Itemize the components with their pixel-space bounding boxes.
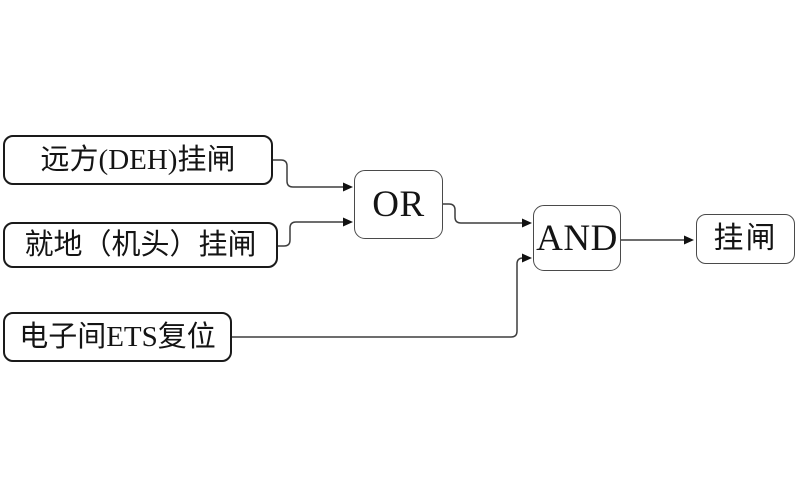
arrowhead-and-input-2 [522,253,532,263]
node-output-latch-label: 挂闸 [713,222,778,255]
arrowhead-and-input-1 [522,218,532,228]
node-local-head-latch: 就地（机头）挂闸 [3,222,278,268]
wire-local-to-or [278,221,343,247]
arrowhead-or-input-2 [343,217,353,227]
wire-ets-to-and [232,257,524,338]
node-output-latch: 挂闸 [696,214,795,264]
node-remote-deh-latch-label: 远方(DEH)挂闸 [40,143,236,176]
wire-remote-to-or [273,159,343,188]
and-gate: AND [533,205,621,271]
node-remote-deh-latch: 远方(DEH)挂闸 [3,135,273,185]
arrowhead-output [684,235,694,245]
node-ets-reset-label: 电子间ETS复位 [19,320,216,353]
or-gate: OR [354,170,443,239]
node-local-head-latch-label: 就地（机头）挂闸 [24,228,257,261]
arrowhead-or-input-1 [343,182,353,192]
node-ets-reset: 电子间ETS复位 [3,312,232,362]
wire-or-to-and [443,203,522,224]
or-gate-label: OR [372,184,425,225]
and-gate-label: AND [536,217,618,259]
